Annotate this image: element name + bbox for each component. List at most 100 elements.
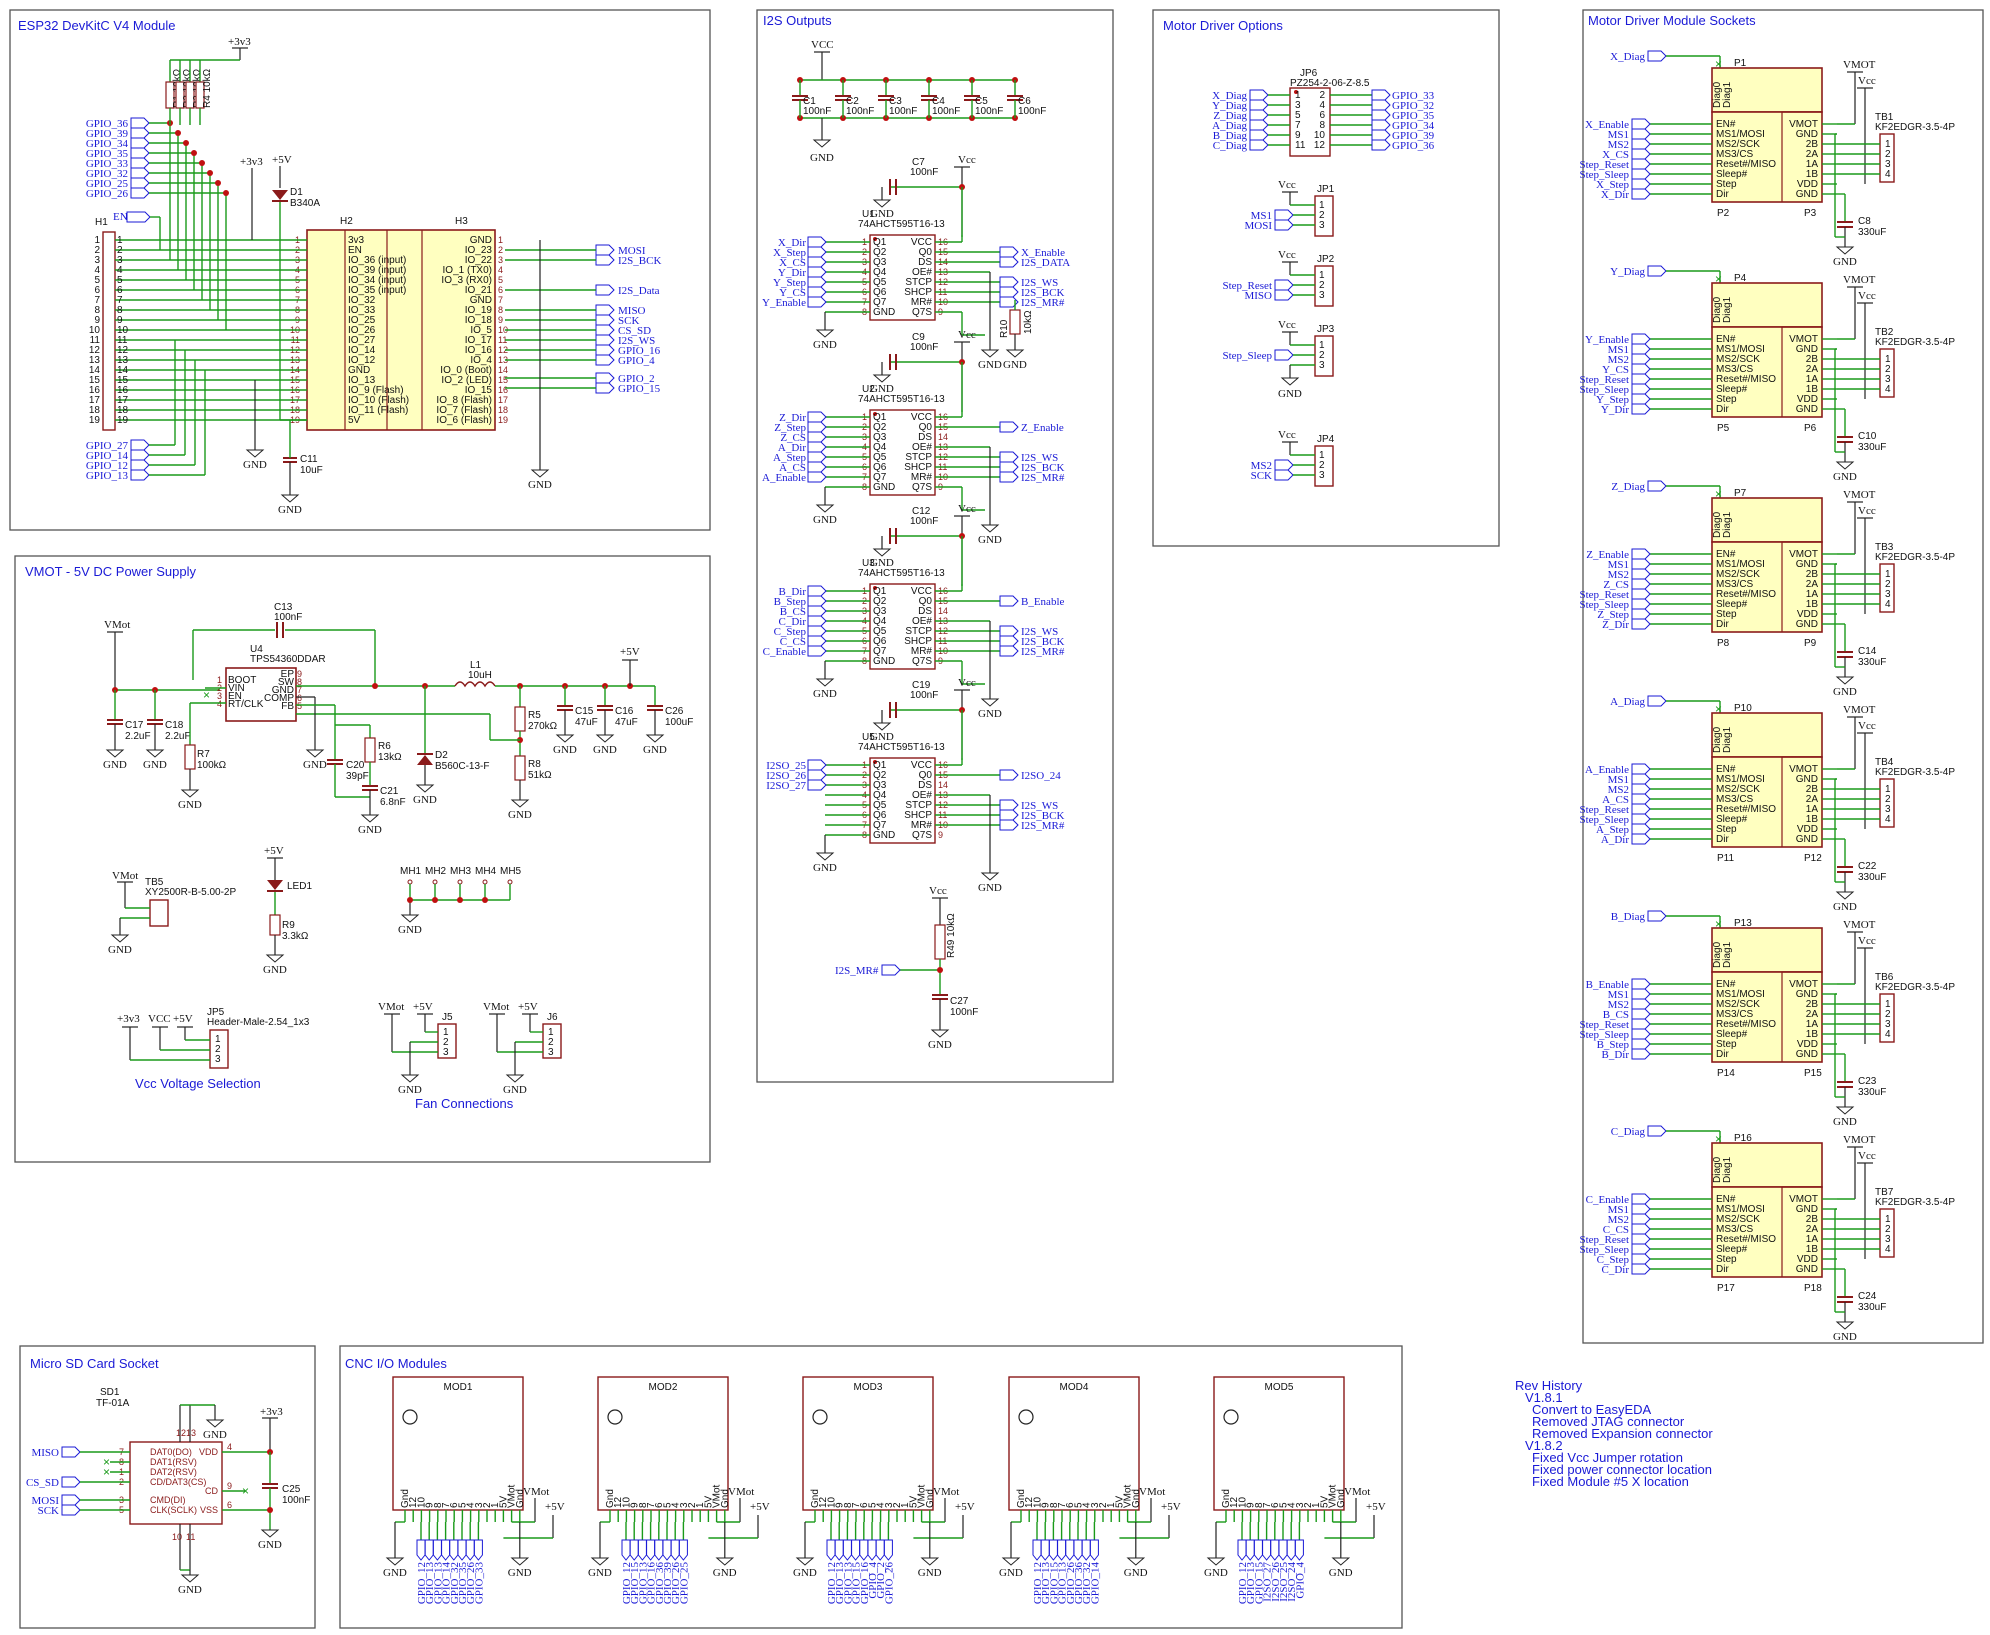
r8-resistor [514,755,526,781]
cnc3-net-1: GPIO_13 [1040,1562,1052,1605]
chip0-in-flag-6 [807,296,827,308]
socket2-tb-pin-0: 1 [1885,569,1891,580]
cnc3-net-0: GPIO_12 [1032,1562,1044,1604]
outcap-val-2: 100uF [665,717,693,728]
cnc4-net-flag-4 [1270,1539,1280,1561]
jp6-gpio-net-3: GPIO_34 [1392,120,1435,132]
jp5-ref: JP5 [207,1007,225,1018]
sd-title: Micro SD Card Socket [30,1356,159,1371]
h1-pin-label-15: 15 [89,375,101,386]
cnc2-net-flag-5 [867,1539,877,1561]
socket1-net-flag-2 [1631,353,1651,365]
c11-value: 10uF [300,465,323,476]
chip2-in-flag-4 [807,625,827,637]
esp-right-net-label-9: GPIO_2 [618,373,655,385]
chip2-rpin-6: MR# [911,646,933,657]
cnc3-pin-7: 5 [1073,1502,1084,1508]
socket1-gnd [1835,461,1855,470]
h2-pin-2: EN [348,245,362,256]
cnc4-pin-13: VMot [1328,1484,1339,1508]
cnc3-pin-2: 10 [1032,1496,1043,1508]
h1-pin-14: 14 [117,365,129,376]
cnc1-gnd-right-lbl: GND [713,1567,737,1579]
h1-pin-label-17: 17 [89,395,101,406]
chip-cap-val-0: 100nF [910,167,938,178]
fan1-pin-2: 3 [548,1047,554,1058]
socket2-net-6: Z_Step [1597,609,1629,621]
esp32-5v-label: +5V [272,154,292,166]
cnc2-pin-4: 8 [843,1502,854,1508]
rev-line-5: V1.8.2 [1525,1438,1563,1453]
h1-pin-label-18: 18 [89,405,101,416]
cnc3-net-flag-4 [1065,1539,1075,1561]
h1-pin-9: 9 [117,315,123,326]
chip1-in-flag-5 [807,461,827,473]
u4-rnum-4: 5 [297,701,302,711]
u4-lnum-2: 3 [217,691,222,701]
esp32-en-net: EN [113,211,128,223]
socket2-net-flag-0 [1631,548,1651,560]
chip2-rnum-2: 14 [938,606,948,616]
esp-left-net-2-flag [130,137,150,149]
h2-pin-16: IO_9 (Flash) [348,385,404,396]
socket1-cap: C10 [1858,431,1877,442]
power-frame [14,555,711,1163]
esp-right-flag-8 [595,354,615,366]
chip2-out-3: I2S_MR# [1021,646,1065,658]
socket4-net-flag-0 [1631,978,1651,990]
socket1-net-1: MS1 [1608,344,1629,356]
h3-ref: H3 [455,216,468,227]
chip2-gnd-lbl: GND [813,688,837,700]
fan0-pin-1: 2 [443,1037,449,1048]
cnc2-net-1: GPIO_13 [834,1562,846,1605]
socket4-tb-pin-1: 2 [1885,1009,1891,1020]
h3-pin-num-8: 8 [498,305,503,315]
socket0-net-flag-6 [1631,178,1651,190]
sd-pins: DAT0(DO)7DAT1(RSV)8DAT2(RSV)1CD/DAT3(CS)… [110,1442,232,1515]
socket4-diag-box [1711,927,1823,973]
cnc1-pin-13: VMot [712,1484,723,1508]
cnc1-net-3: GPIO_16 [646,1562,658,1605]
chip0-rpin-4: STCP [905,277,932,288]
sd-cs-net: CS_SD [26,1477,59,1489]
socket3-net-3: A_CS [1602,794,1629,806]
socket5-lpin-0: EN# [1716,1194,1736,1205]
u4-lnum-3: 4 [217,699,222,709]
chip2-oe-gnd-lbl: GND [978,708,1002,720]
rev-line-6: Fixed Vcc Jumper rotation [1532,1450,1683,1465]
outcap-val-1: 47uF [615,717,638,728]
jp6-diag-net-1: Y_Diag [1212,100,1247,112]
chip2-in-flag-2 [807,605,827,617]
chip0-out-4: I2S_MR# [1021,297,1065,309]
sd-frame [19,1345,316,1629]
socket1-diag-pin-0: Diag0 [1712,296,1723,323]
chip2-out-flag-2 [999,635,1019,647]
socket5-rpin-4: 1A [1806,1234,1819,1245]
sd-pin-12: 12 [176,1428,186,1438]
jp6-gpio-flag-4 [1371,129,1391,141]
socket3-tb-pin-2: 3 [1885,804,1891,815]
socket4-noconnect: × [1715,917,1722,931]
chip3-oe-gnd [980,872,1000,881]
cnc2-pin-13: VMot [917,1484,928,1508]
socket2-cap: C14 [1858,646,1877,657]
r8-gnd: GND [508,809,532,821]
cnc1-net-0: GPIO_12 [621,1562,633,1604]
socket1-driver [1711,326,1823,418]
jp6-diag-net-3: A_Diag [1212,120,1247,132]
socket0-p3: P3 [1804,208,1817,219]
socket1-net-flag-1 [1631,343,1651,355]
esp-left-net-7-flag [130,187,150,199]
socket1-lpin-4: Reset#/MISO [1716,374,1776,385]
esp-right-flag-2 [595,284,615,296]
socket0-net-flag-2 [1631,138,1651,150]
jumper1-flag-1 [1274,289,1294,301]
cnc1-net-4: GPIO_36 [654,1562,666,1605]
jumper2-pin-0: 1 [1319,340,1325,351]
h3-pin-num-15: 15 [498,375,508,385]
i2s-cap-val-1: 100nF [846,106,874,117]
socket3-lpin-0: EN# [1716,764,1736,775]
jp6-gpio-flag-2 [1371,109,1391,121]
cnc2-pin-8: 4 [876,1502,887,1508]
incap-gnd-1 [145,749,165,758]
